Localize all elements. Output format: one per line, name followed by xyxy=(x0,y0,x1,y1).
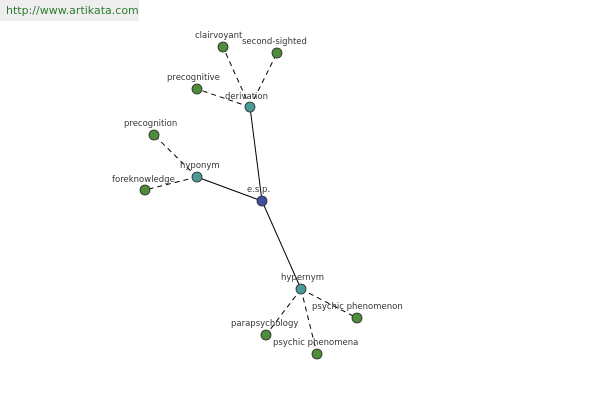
relation-label-derivation[interactable]: derivation xyxy=(225,92,268,102)
leaf-node-precognition[interactable] xyxy=(148,129,160,141)
leaf-label-precognitive[interactable]: precognitive xyxy=(167,73,220,83)
edge-derivation-to-second-sighted xyxy=(249,52,278,108)
edge-esp-to-derivation xyxy=(249,106,263,202)
leaf-label-psychic-phenomena[interactable]: psychic phenomena xyxy=(273,338,358,348)
center-node-e-s-p[interactable] xyxy=(256,195,268,207)
watermark-bar: http://www.artikata.com xyxy=(0,0,139,21)
center-label-e-s-p[interactable]: e.s.p. xyxy=(247,185,270,195)
relation-node-hypernym[interactable] xyxy=(295,283,307,295)
leaf-node-foreknowledge[interactable] xyxy=(139,184,151,196)
relation-node-derivation[interactable] xyxy=(244,101,256,113)
leaf-node-psychic-phenomenon[interactable] xyxy=(351,312,363,324)
edge-esp-to-hypernym xyxy=(261,200,302,290)
edge-hyponym-to-precognition xyxy=(153,134,198,178)
watermark-url[interactable]: http://www.artikata.com xyxy=(6,4,139,17)
edge-derivation-to-clairvoyant xyxy=(222,46,251,108)
leaf-label-precognition[interactable]: precognition xyxy=(124,119,177,129)
edge-esp-to-hyponym xyxy=(196,176,263,202)
edges-group xyxy=(144,46,358,355)
leaf-node-precognitive[interactable] xyxy=(191,83,203,95)
leaf-label-clairvoyant[interactable]: clairvoyant xyxy=(195,31,243,41)
leaf-node-parapsychology[interactable] xyxy=(260,329,272,341)
leaf-node-psychic-phenomena[interactable] xyxy=(311,348,323,360)
relation-label-hypernym[interactable]: hypernym xyxy=(281,273,324,283)
nodes-group xyxy=(139,41,363,360)
leaf-node-clairvoyant[interactable] xyxy=(217,41,229,53)
edge-hypernym-to-psychic-phenomenon xyxy=(300,288,358,319)
leaf-node-second-sighted[interactable] xyxy=(271,47,283,59)
leaf-label-psychic-phenomenon[interactable]: psychic phenomenon xyxy=(312,302,403,312)
leaf-label-second-sighted[interactable]: second-sighted xyxy=(242,37,307,47)
leaf-label-parapsychology[interactable]: parapsychology xyxy=(231,319,298,329)
leaf-label-foreknowledge[interactable]: foreknowledge xyxy=(112,175,175,185)
edge-hypernym-to-psychic-phenomena xyxy=(300,288,318,355)
relation-label-hyponym[interactable]: hyponym xyxy=(180,161,220,171)
relation-node-hyponym[interactable] xyxy=(191,171,203,183)
labels-group: e.s.p. derivation clairvoyantsecond-sighte… xyxy=(112,31,403,348)
edge-derivation-to-precognitive xyxy=(196,88,251,108)
edge-hypernym-to-parapsychology xyxy=(265,288,302,336)
